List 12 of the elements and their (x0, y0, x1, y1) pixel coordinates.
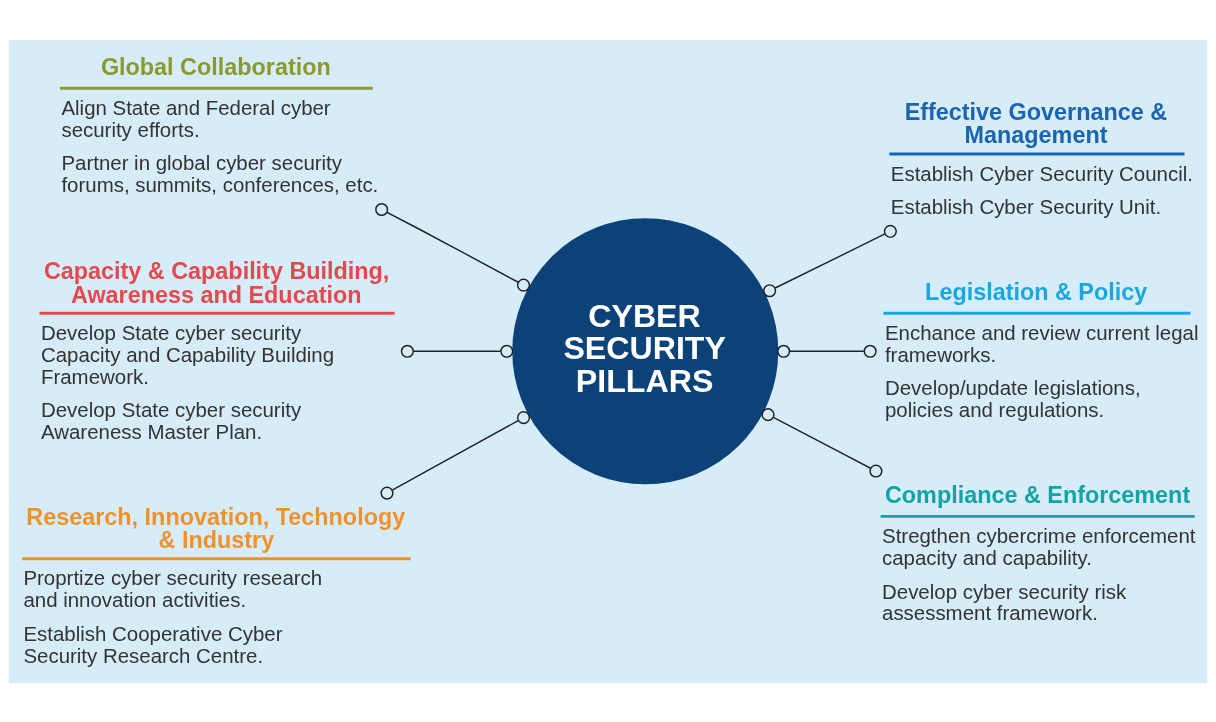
connector (400, 344, 514, 358)
node-text: Global Collaboration Align State and Federal cyber security efforts. Partner in global cyber security forums, summits, conferences, etc. (61, 53, 379, 196)
node-text: Compliance & Enforcement Stregthen cybercrime enforcement capacity and capability. Develop cyber security risk assessment framework. (882, 481, 1196, 624)
connector (375, 202, 531, 292)
node-text: Legislation & Policy Enchance and review current legal frameworks. Develop/update legislations, policies and regulations. (884, 278, 1199, 421)
node-text: Capacity & Capability Building, Awareness and Education Develop State cyber security Capacity and Capability Building Framework. Develop State cyber security Awareness Master Plan. (40, 257, 390, 443)
connector (777, 344, 877, 358)
connector (761, 407, 883, 478)
node-text: Effective Governance & Management Establish Cyber Security Council. Establish Cyber Security Unit. (890, 98, 1193, 218)
connector (763, 224, 897, 297)
connector (380, 410, 531, 500)
node-text: Research, Innovation, Technology & Industry Proprtize cyber security research and innovation activities. Establish Cooperative Cyber Security Research Centre. (23, 503, 406, 667)
